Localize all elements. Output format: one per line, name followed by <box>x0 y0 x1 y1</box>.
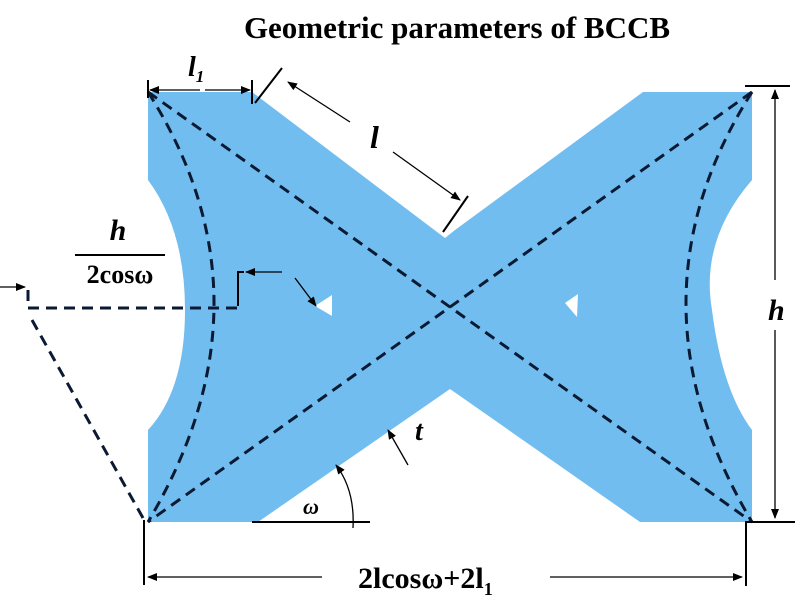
l-label: l <box>370 119 379 155</box>
arc-dashed-left <box>146 91 216 523</box>
t-arrow <box>387 429 409 466</box>
l-tick-top <box>254 67 283 104</box>
radius-marker <box>237 271 244 306</box>
hole-left <box>315 295 332 316</box>
diagonal-dashed-2 <box>147 90 753 524</box>
omega-arc-arrow <box>335 464 354 529</box>
width-label: 2lcosω+2l1 <box>358 562 493 599</box>
h-fraction-numerator: h <box>110 214 127 247</box>
hole-arrow <box>294 277 317 307</box>
diagram-title: Geometric parameters of BCCB <box>244 10 670 45</box>
h-fraction-denominator: 2cosω <box>87 260 154 289</box>
arc-dashed-right <box>684 91 754 523</box>
omega-label: ω <box>303 494 319 519</box>
t-label: t <box>415 416 424 447</box>
l-arrow-down <box>392 151 461 201</box>
l-tick-bottom <box>442 195 469 233</box>
l-arrow-up <box>287 81 351 123</box>
radius-dashed-horizontal <box>26 290 240 310</box>
l1-label: l1 <box>188 52 204 86</box>
h-label: h <box>768 294 785 327</box>
hole-right <box>565 294 578 317</box>
radius-dashed-slant <box>30 319 145 519</box>
